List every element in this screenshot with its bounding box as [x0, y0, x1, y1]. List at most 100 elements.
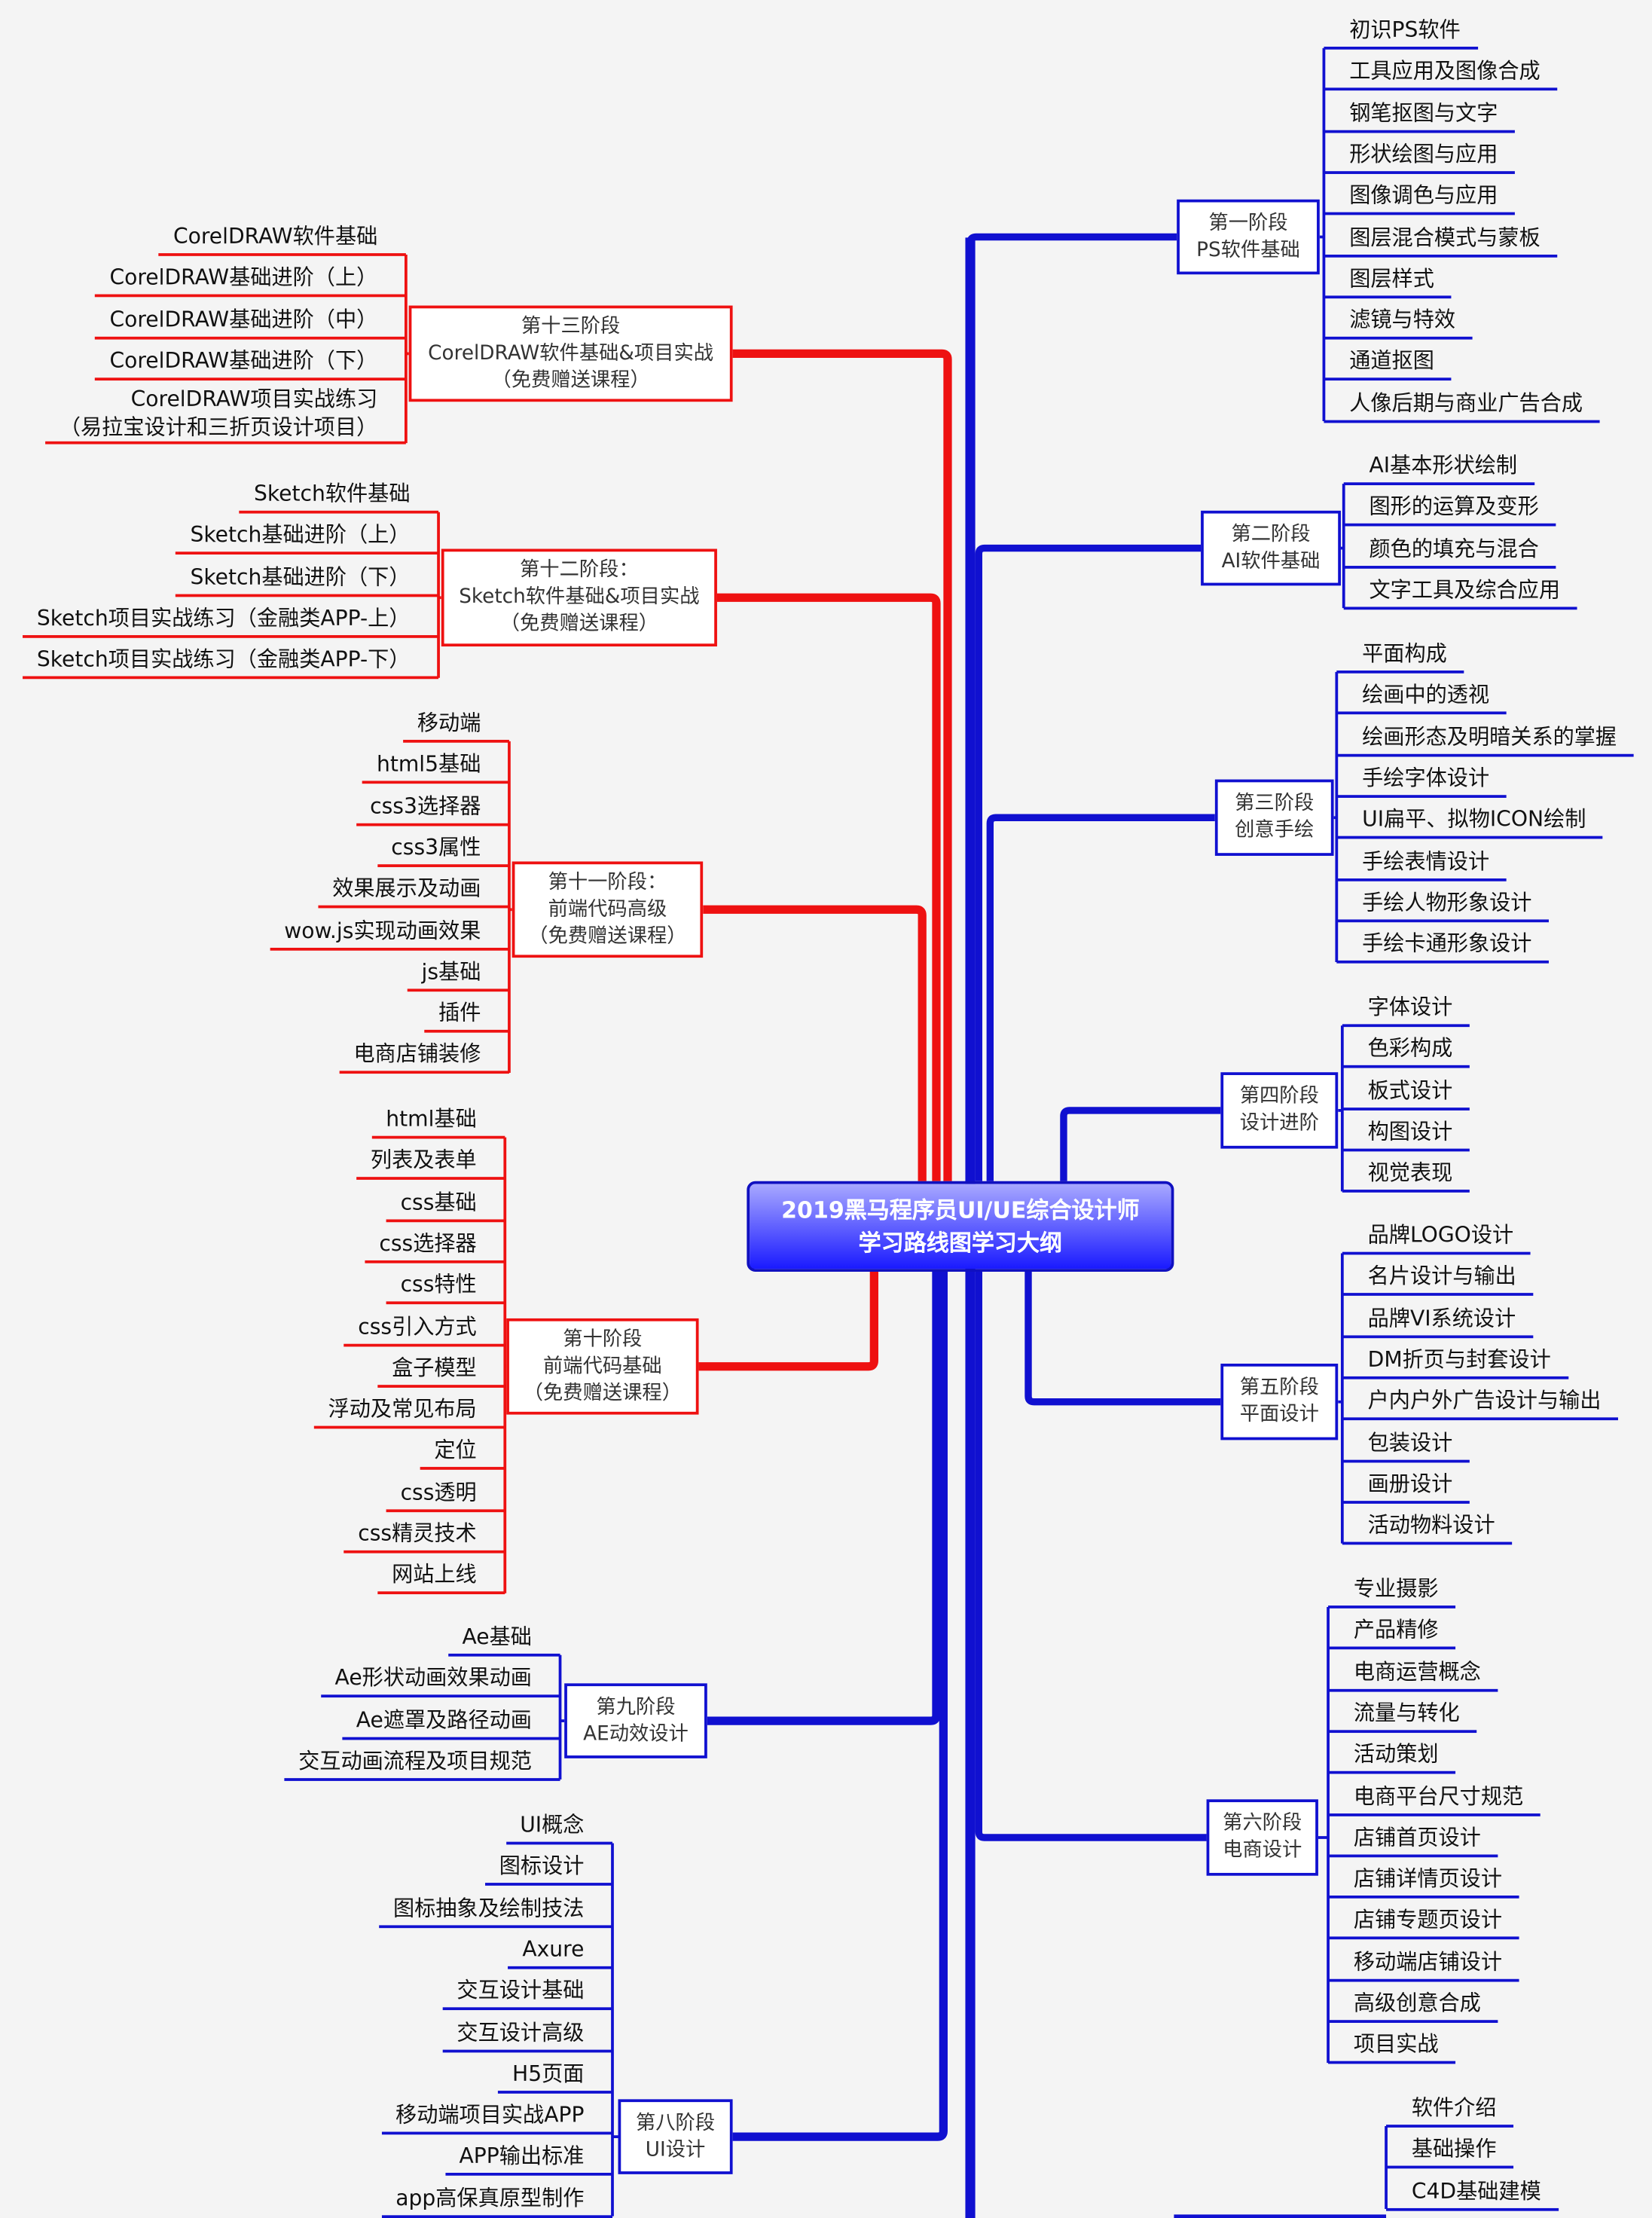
branch-item[interactable]: 交互设计高级: [442, 2015, 613, 2052]
branch-item[interactable]: 手绘人物形象设计: [1336, 885, 1550, 922]
branch-item[interactable]: 字体设计: [1342, 990, 1470, 1028]
branch-item[interactable]: 列表及表单: [356, 1144, 505, 1181]
branch-item[interactable]: 定位: [420, 1434, 505, 1471]
branch-item[interactable]: 手绘卡通形象设计: [1336, 927, 1550, 964]
branch-item[interactable]: AI基本形状绘制: [1343, 448, 1534, 486]
branch-item[interactable]: 活动物料设计: [1342, 1508, 1513, 1545]
branch-item[interactable]: CorelDRAW基础进阶（下）: [95, 344, 406, 380]
branch-item[interactable]: 文字工具及综合应用: [1343, 573, 1577, 610]
branch-item[interactable]: Axure: [508, 1932, 613, 1969]
stage-node[interactable]: 第四阶段设计进阶: [1220, 1072, 1339, 1149]
branch-item[interactable]: 高级创意合成: [1328, 1986, 1498, 2023]
branch-item[interactable]: 店铺首页设计: [1328, 1820, 1498, 1857]
branch-item[interactable]: 初识PS软件: [1324, 13, 1478, 50]
branch-item[interactable]: 基础操作: [1386, 2132, 1514, 2169]
branch-item[interactable]: css基础: [386, 1185, 505, 1222]
branch-item[interactable]: 手绘字体设计: [1336, 761, 1507, 798]
branch-item[interactable]: Ae形状动画效果动画: [320, 1661, 560, 1698]
branch-item[interactable]: 交互设计基础: [442, 1974, 613, 2011]
branch-item[interactable]: 包装设计: [1342, 1425, 1470, 1462]
branch-item[interactable]: 绘画中的透视: [1336, 678, 1507, 715]
branch-item[interactable]: html5基础: [362, 747, 509, 784]
branch-item[interactable]: 构图设计: [1342, 1114, 1470, 1152]
branch-item[interactable]: 品牌LOGO设计: [1342, 1218, 1531, 1255]
branch-item[interactable]: 工具应用及图像合成: [1324, 54, 1558, 91]
branch-item[interactable]: 图标抽象及绘制技法: [379, 1891, 613, 1928]
branch-item[interactable]: 户内户外广告设计与输出: [1342, 1384, 1619, 1421]
branch-item[interactable]: css透明: [386, 1475, 505, 1512]
central-topic[interactable]: 2019黑马程序员UI/UE综合设计师 学习路线图学习大纲: [747, 1181, 1174, 1272]
branch-item[interactable]: CorelDRAW软件基础: [159, 219, 406, 256]
branch-item[interactable]: 图层样式: [1324, 261, 1452, 298]
branch-item[interactable]: wow.js实现动画效果: [270, 913, 509, 950]
branch-item[interactable]: 色彩构成: [1342, 1031, 1470, 1069]
branch-item[interactable]: APP输出标准: [444, 2140, 613, 2177]
branch-item[interactable]: Sketch软件基础: [240, 477, 439, 514]
branch-item[interactable]: C4D基础建模: [1386, 2174, 1559, 2210]
branch-item[interactable]: 移动端: [403, 706, 509, 743]
branch-item[interactable]: 浮动及常见布局: [313, 1392, 505, 1429]
branch-item[interactable]: 移动端项目实战APP: [381, 2098, 613, 2135]
branch-item[interactable]: 通道抠图: [1324, 344, 1452, 381]
branch-item[interactable]: 产品精修: [1328, 1613, 1456, 1650]
branch-item[interactable]: 交互动画流程及项目规范: [284, 1744, 560, 1781]
stage-node[interactable]: 第六阶段电商设计: [1206, 1799, 1318, 1876]
branch-item[interactable]: Sketch基础进阶（下）: [176, 560, 439, 597]
branch-item[interactable]: 绘画形态及明暗关系的掌握: [1336, 719, 1634, 756]
branch-item[interactable]: 品牌VI系统设计: [1342, 1301, 1533, 1338]
branch-item[interactable]: 视觉表现: [1342, 1156, 1470, 1193]
stage-node[interactable]: 第五阶段平面设计: [1220, 1364, 1339, 1440]
stage-node[interactable]: 第十阶段前端代码基础（免费赠送课程）: [506, 1318, 699, 1415]
branch-item[interactable]: 盒子模型: [377, 1351, 505, 1388]
branch-item[interactable]: 手绘表情设计: [1336, 844, 1507, 881]
branch-item[interactable]: 图标设计: [484, 1850, 613, 1887]
branch-item[interactable]: CorelDRAW基础进阶（中）: [95, 302, 406, 339]
branch-item[interactable]: html基础: [371, 1102, 505, 1139]
branch-item[interactable]: 板式设计: [1342, 1073, 1470, 1111]
branch-item[interactable]: Ae遮罩及路径动画: [341, 1703, 560, 1740]
branch-item[interactable]: 图像调色与应用: [1324, 179, 1515, 215]
branch-item[interactable]: 人像后期与商业广告合成: [1324, 386, 1600, 423]
stage-node[interactable]: 第三阶段创意手绘: [1214, 779, 1334, 856]
branch-item[interactable]: 滤镜与特效: [1324, 303, 1473, 340]
branch-item[interactable]: 电商平台尺寸规范: [1328, 1779, 1541, 1816]
branch-item[interactable]: 形状绘图与应用: [1324, 137, 1515, 174]
branch-item[interactable]: 名片设计与输出: [1342, 1260, 1534, 1297]
branch-item[interactable]: 网站上线: [377, 1558, 505, 1595]
branch-item[interactable]: 插件: [424, 996, 509, 1033]
branch-item[interactable]: 活动策划: [1328, 1737, 1456, 1774]
branch-item[interactable]: Sketch项目实战练习（金融类APP-上）: [23, 601, 439, 638]
branch-item[interactable]: css3属性: [377, 830, 509, 867]
branch-item[interactable]: 电商运营概念: [1328, 1654, 1498, 1691]
branch-item[interactable]: css特性: [386, 1268, 505, 1305]
branch-item[interactable]: css引入方式: [344, 1309, 505, 1346]
stage-node[interactable]: 第十一阶段：前端代码高级（免费赠送课程）: [511, 861, 704, 958]
branch-item[interactable]: 项目实战: [1328, 2027, 1456, 2064]
branch-item[interactable]: UI概念: [505, 1808, 613, 1845]
branch-item[interactable]: 图层混合模式与蒙板: [1324, 220, 1558, 257]
branch-item[interactable]: css3选择器: [356, 789, 509, 826]
branch-item[interactable]: 专业摄影: [1328, 1572, 1456, 1609]
branch-item[interactable]: Ae基础: [447, 1620, 560, 1657]
branch-item[interactable]: 钢笔抠图与文字: [1324, 96, 1515, 133]
branch-item[interactable]: CorelDRAW项目实战练习 （易拉宝设计和三折页设计项目）: [45, 385, 406, 445]
branch-item[interactable]: H5页面: [498, 2057, 613, 2094]
branch-item[interactable]: 图形的运算及变形: [1343, 490, 1556, 527]
branch-item[interactable]: 效果展示及动画: [318, 872, 509, 909]
branch-item[interactable]: Sketch基础进阶（上）: [176, 518, 439, 555]
branch-item[interactable]: 流量与转化: [1328, 1696, 1477, 1733]
branch-item[interactable]: 店铺专题页设计: [1328, 1903, 1519, 1940]
branch-item[interactable]: css精灵技术: [344, 1517, 505, 1554]
branch-item[interactable]: js基础: [407, 955, 509, 991]
branch-item[interactable]: 画册设计: [1342, 1467, 1470, 1504]
branch-item[interactable]: app高保真原型制作: [381, 2181, 613, 2218]
branch-item[interactable]: Sketch项目实战练习（金融类APP-下）: [23, 643, 439, 680]
branch-item[interactable]: 颜色的填充与混合: [1343, 531, 1556, 569]
branch-item[interactable]: 平面构成: [1336, 637, 1464, 674]
branch-item[interactable]: 电商店铺装修: [339, 1037, 509, 1074]
branch-item[interactable]: 软件介绍: [1386, 2091, 1514, 2128]
